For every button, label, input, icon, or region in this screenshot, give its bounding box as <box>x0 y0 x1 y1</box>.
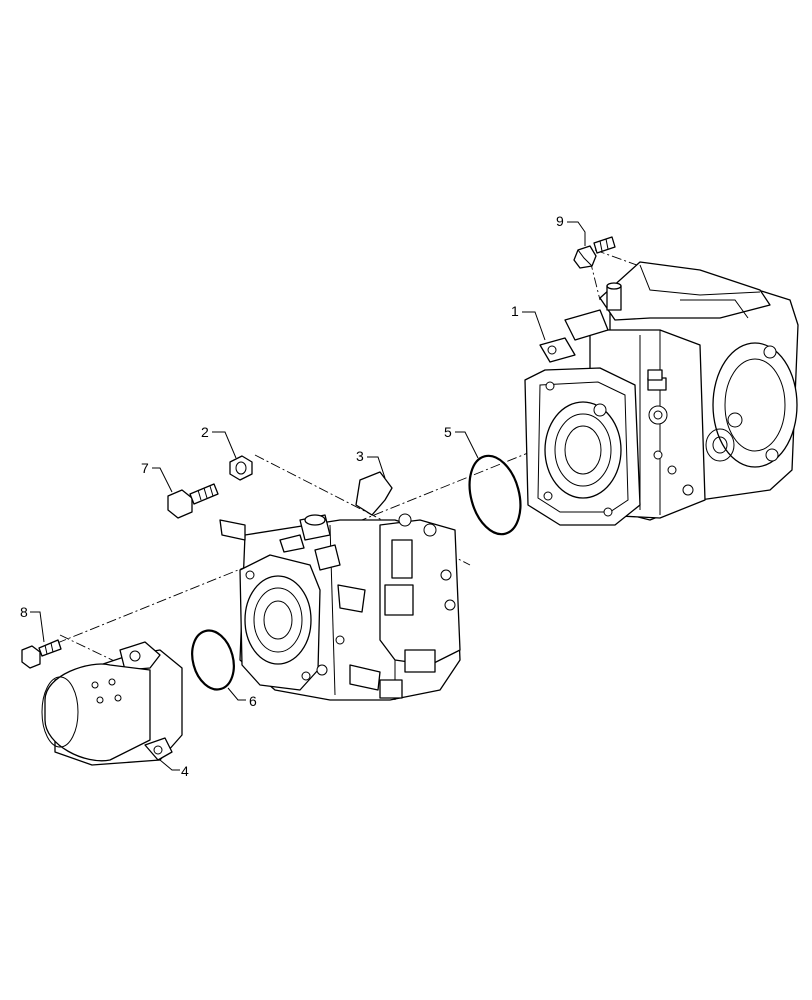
part-9-bolt <box>573 236 616 269</box>
main-pump-assembly <box>524 261 799 526</box>
part-7-bolt <box>167 483 219 519</box>
part-3-pump-section <box>219 471 461 701</box>
callout-1: 1 <box>511 303 519 319</box>
callout-7: 7 <box>141 460 149 476</box>
callout-8: 8 <box>20 604 28 620</box>
callout-numbers: 9 1 2 7 3 5 6 4 8 <box>20 213 564 779</box>
callout-5: 5 <box>444 424 452 440</box>
callout-9: 9 <box>556 213 564 229</box>
leader-lines <box>30 221 586 771</box>
callout-4: 4 <box>181 763 189 779</box>
part-6-o-ring <box>191 629 235 691</box>
part-5-o-ring <box>468 454 522 536</box>
callout-3: 3 <box>356 448 364 464</box>
part-4-cover <box>41 641 183 766</box>
callout-6: 6 <box>249 693 257 709</box>
callout-2: 2 <box>201 424 209 440</box>
part-2-nut <box>229 455 253 481</box>
part-8-bolt <box>21 639 62 669</box>
